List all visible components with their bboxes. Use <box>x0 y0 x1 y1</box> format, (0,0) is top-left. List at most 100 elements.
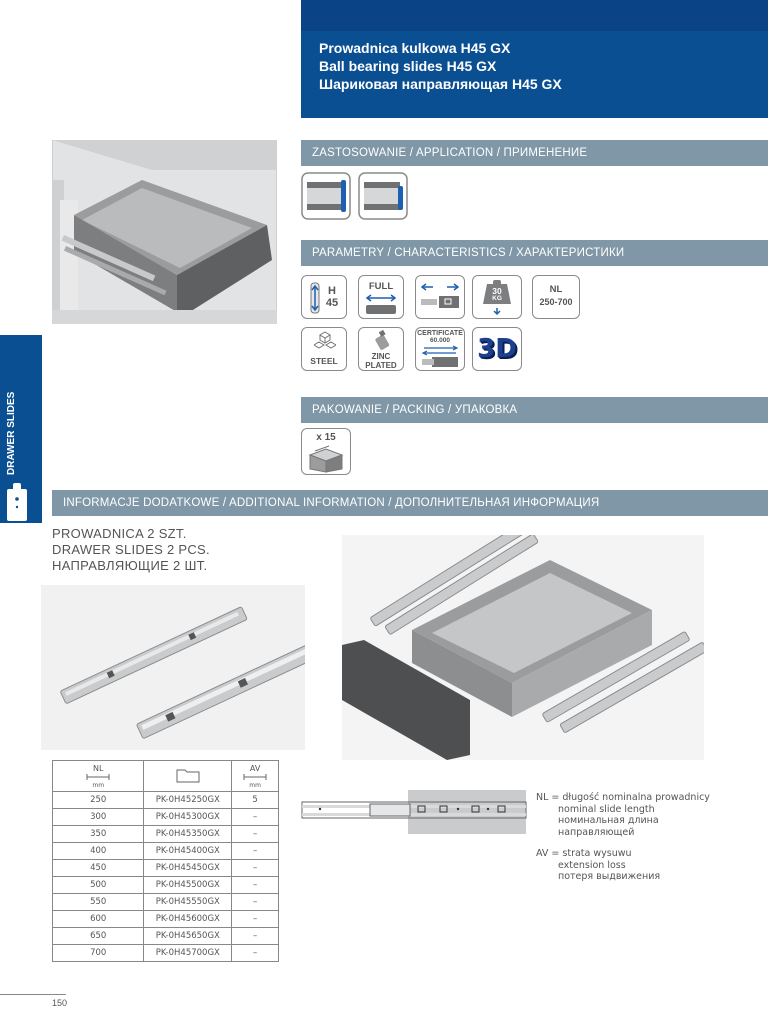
code-cell: PK-0H45450GX <box>143 859 233 877</box>
title-ru: Шариковая направляющая H45 GX <box>319 76 562 92</box>
application-icon-bottom <box>358 172 408 220</box>
description-pl: PROWADNICA 2 SZT. <box>52 526 187 541</box>
packing-bar: PAKOWANIE / PACKING / УПАКОВКА <box>301 397 768 423</box>
spray-icon <box>375 330 390 350</box>
av-cell: – <box>231 944 279 962</box>
code-cell: PK-0H45700GX <box>143 944 233 962</box>
drawer-cabinet-image <box>52 140 277 324</box>
side-tab: DRAWER SLIDES <box>0 335 42 523</box>
legend-nl-line4: направляющей <box>558 826 635 838</box>
av-header: AV <box>249 763 261 773</box>
header-band <box>301 0 768 31</box>
legend-nl-line1: NL = długość nominalna prowadnicy <box>536 792 710 803</box>
av-cell: – <box>231 893 279 911</box>
nl-cell: 650 <box>51 927 145 945</box>
application-bar: ZASTOSOWANIE / APPLICATION / ПРИМЕНЕНИЕ <box>301 140 768 166</box>
nl-cell: 450 <box>51 859 145 877</box>
title-en: Ball bearing slides H45 GX <box>319 58 497 74</box>
title-pl: Prowadnica kulkowa H45 GX <box>319 40 511 56</box>
height-tile: H 45 <box>301 275 347 319</box>
slide-technical-drawing <box>301 790 527 834</box>
header-box: Prowadnica kulkowa H45 GX Ball bearing s… <box>301 0 768 118</box>
code-cell: PK-0H45250GX <box>143 791 233 809</box>
av-cell: – <box>231 927 279 945</box>
ruler-icon <box>243 773 267 780</box>
cycle-arrows-icon <box>421 345 459 367</box>
av-cell: – <box>231 876 279 894</box>
av-header-cell: AV mm <box>231 760 279 792</box>
height-arrow-icon <box>310 282 320 314</box>
nl-cell: 250 <box>51 791 145 809</box>
certificate-tile: CERTIFICATE 60.000 <box>415 327 465 371</box>
finish-line1: ZINC <box>371 352 391 361</box>
legend-av-line1: AV = strata wysuwu <box>536 848 632 859</box>
av-cell: – <box>231 842 279 860</box>
footer-divider <box>0 994 66 995</box>
nl-label: NL <box>549 284 563 295</box>
av-cell: – <box>231 808 279 826</box>
ruler-icon <box>86 773 110 780</box>
nl-range: 250-700 <box>539 297 573 307</box>
description-en: DRAWER SLIDES 2 PCS. <box>52 542 210 557</box>
3d-tile: 3D <box>472 327 522 371</box>
nl-cell: 550 <box>51 893 145 911</box>
steel-blocks-icon <box>314 331 336 349</box>
nl-header-cell: NL mm <box>51 760 145 792</box>
certificate-label: CERTIFICATE <box>417 330 463 337</box>
nominal-length-tile: NL 250-700 <box>532 275 580 319</box>
code-cell: PK-0H45650GX <box>143 927 233 945</box>
table-header-row: NL mm AV mm <box>51 760 279 792</box>
av-cell: 5 <box>231 791 279 809</box>
code-cell: PK-0H45400GX <box>143 842 233 860</box>
code-cell: PK-0H45500GX <box>143 876 233 894</box>
finish-line2: PLATED <box>365 361 397 370</box>
exploded-drawer-image <box>342 535 704 760</box>
packing-quantity: x 15 <box>316 432 336 443</box>
material-label: STEEL <box>310 356 338 366</box>
steel-tile: STEEL <box>301 327 347 371</box>
av-cell: – <box>231 859 279 877</box>
slides-pair-image <box>41 585 305 750</box>
characteristics-bar: PARAMETRY / CHARACTERISTICS / ХАРАКТЕРИС… <box>301 240 768 266</box>
full-extension-tile: FULL <box>358 275 404 319</box>
av-unit: mm <box>249 781 261 789</box>
legend-av-line3: потеря выдвижения <box>558 871 661 882</box>
drawer-slide-icon <box>7 483 27 521</box>
packing-tile: x 15 <box>301 428 351 475</box>
code-cell: PK-0H45300GX <box>143 808 233 826</box>
height-letter: H <box>328 285 336 297</box>
nl-cell: 600 <box>51 910 145 928</box>
legend-av-line2: extension loss <box>558 859 626 871</box>
nl-cell: 700 <box>51 944 145 962</box>
folder-header-cell <box>143 760 233 792</box>
page-title: Prowadnica kulkowa H45 GX Ball bearing s… <box>319 39 562 93</box>
nl-cell: 350 <box>51 825 145 843</box>
folder-icon <box>176 769 200 782</box>
side-tab-label: DRAWER SLIDES <box>6 391 17 475</box>
weight-icon <box>483 280 511 316</box>
page-number: 150 <box>52 998 68 1008</box>
height-value: 45 <box>325 297 339 309</box>
code-cell: PK-0H45550GX <box>143 893 233 911</box>
av-cell: – <box>231 910 279 928</box>
load-capacity-tile: 30 KG <box>472 275 522 319</box>
legend: NL = długość nominalna prowadnicy nomina… <box>536 792 710 883</box>
legend-nl-line3: номинальная длина <box>558 815 659 826</box>
legend-nl-line2: nominal slide length <box>558 803 655 815</box>
zinc-plated-tile: ZINC PLATED <box>358 327 404 371</box>
certificate-cycles: 60.000 <box>430 337 450 344</box>
nl-header: NL <box>93 763 104 773</box>
box-icon <box>308 445 344 473</box>
additional-info-bar: INFORMACJE DODATKOWE / ADDITIONAL INFORM… <box>52 490 768 516</box>
nl-cell: 400 <box>51 842 145 860</box>
